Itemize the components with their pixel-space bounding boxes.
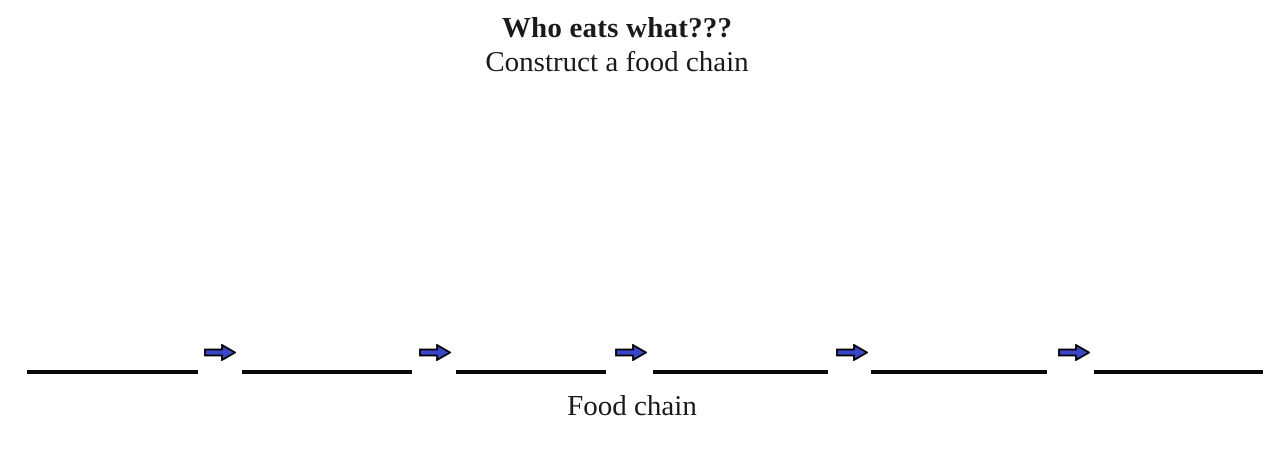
food-chain-blank-4[interactable] [653,370,828,374]
food-chain-blank-3[interactable] [456,370,606,374]
food-chain-blank-1[interactable] [27,370,198,374]
worksheet-title: Who eats what??? [501,12,733,44]
right-arrow-icon [836,344,868,361]
right-arrow-icon [204,344,236,361]
food-chain-label: Food chain [567,390,697,422]
right-arrow-icon [615,344,647,361]
food-chain-blank-2[interactable] [242,370,412,374]
right-arrow-icon [1058,344,1090,361]
worksheet-subtitle: Construct a food chain [485,46,749,78]
food-chain-blank-5[interactable] [871,370,1047,374]
right-arrow-icon [419,344,451,361]
food-chain-blank-6[interactable] [1094,370,1263,374]
worksheet-header: Who eats what??? Construct a food chain [0,11,1234,79]
